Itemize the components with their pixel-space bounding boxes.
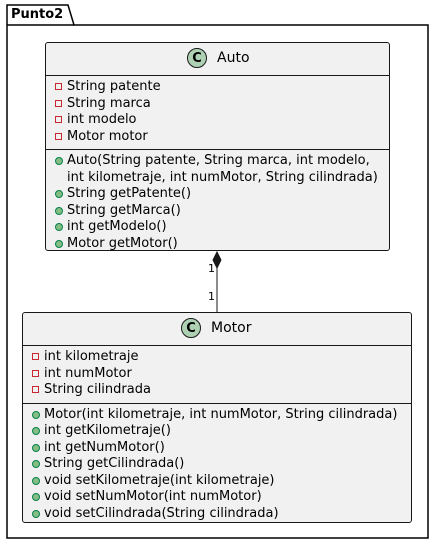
composition-diamond [212, 250, 222, 270]
method-get-patente: String getPatente() [46, 186, 389, 203]
public-visibility-icon [32, 493, 40, 501]
attribute-motor: Motor motor [46, 129, 389, 146]
package-frame [6, 4, 429, 539]
class-stereotype-icon: C [187, 48, 207, 68]
public-visibility-icon [55, 206, 63, 215]
class-auto-name: Auto [217, 50, 250, 66]
method-motor-constructor: Motor(int kilometraje, int numMotor, Str… [23, 407, 411, 424]
method-set-cilindrada: void setCilindrada(String cilindrada) [23, 506, 411, 523]
method-get-modelo: int getModelo() [46, 219, 389, 236]
method-get-marca: String getMarca() [46, 203, 389, 220]
class-auto-attributes: String patente String marca int modelo M… [46, 76, 389, 150]
private-visibility-icon [32, 369, 39, 377]
attribute-patente: String patente [46, 79, 389, 96]
package-name: Punto2 [11, 7, 64, 22]
method-get-motor: Motor getMotor() [46, 236, 389, 253]
class-auto-header: C Auto [46, 43, 389, 76]
private-visibility-icon [55, 83, 62, 90]
method-auto-constructor: Auto(String patente, String marca, int m… [46, 153, 389, 170]
public-visibility-icon [55, 190, 63, 198]
class-stereotype-icon: C [181, 318, 201, 338]
public-visibility-icon [32, 410, 40, 419]
multiplicity-source: 1 [208, 262, 215, 275]
attribute-modelo: int modelo [46, 112, 389, 129]
method-get-cilindrada: String getCilindrada() [23, 456, 411, 473]
public-visibility-icon [32, 427, 40, 435]
public-visibility-icon [32, 443, 40, 452]
private-visibility-icon [55, 99, 62, 107]
private-visibility-icon [32, 386, 39, 393]
public-visibility-icon [32, 509, 40, 518]
private-visibility-icon [55, 116, 62, 123]
method-get-kilometraje: int getKilometraje() [23, 423, 411, 440]
method-set-kilometraje: void setKilometraje(int kilometraje) [23, 473, 411, 490]
class-motor[interactable]: C Motor int kilometraje int numMotor Str… [22, 312, 412, 523]
attribute-marca: String marca [46, 96, 389, 113]
method-auto-constructor-continued: int kilometraje, int numMotor, String ci… [67, 169, 378, 185]
class-motor-header: C Motor [23, 313, 411, 346]
attribute-kilometraje: int kilometraje [23, 349, 411, 366]
public-visibility-icon [55, 239, 63, 248]
public-visibility-icon [32, 476, 40, 485]
class-auto-methods: Auto(String patente, String marca, int m… [46, 150, 389, 256]
method-get-num-motor: int getNumMotor() [23, 440, 411, 457]
attribute-cilindrada: String cilindrada [23, 382, 411, 399]
class-motor-attributes: int kilometraje int numMotor String cili… [23, 346, 411, 404]
private-visibility-icon [55, 132, 62, 140]
class-motor-methods: Motor(int kilometraje, int numMotor, Str… [23, 404, 411, 527]
private-visibility-icon [32, 353, 39, 360]
class-motor-name: Motor [211, 320, 252, 336]
public-visibility-icon [32, 460, 40, 468]
public-visibility-icon [55, 157, 63, 165]
attribute-num-motor: int numMotor [23, 366, 411, 383]
method-set-num-motor: void setNumMotor(int numMotor) [23, 489, 411, 506]
class-auto[interactable]: C Auto String patente String marca int m… [45, 42, 390, 251]
multiplicity-target: 1 [208, 290, 215, 303]
public-visibility-icon [55, 223, 63, 231]
